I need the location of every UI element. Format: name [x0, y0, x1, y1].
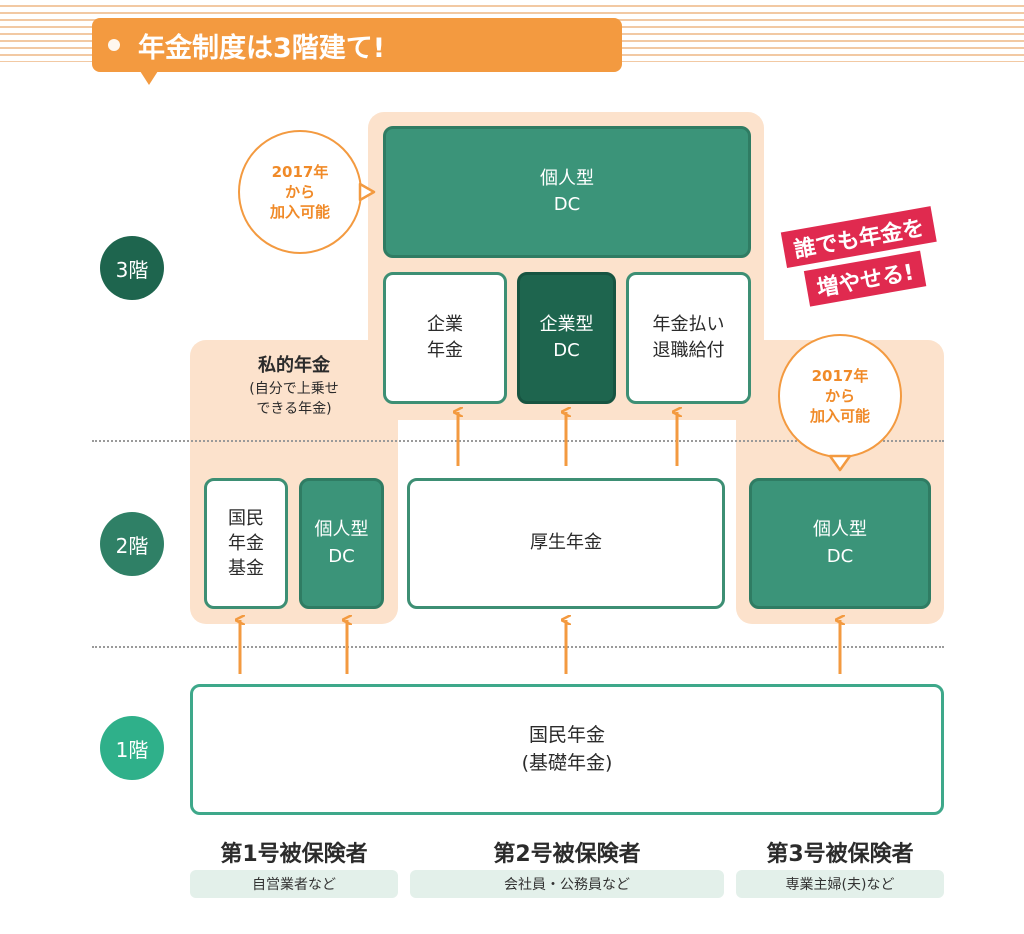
national-pension-line1: 国民年金 [528, 723, 605, 746]
page-title-text: 年金制度は3階建て! [138, 32, 386, 64]
category-1-sub: 自営業者など [190, 870, 398, 898]
national-fund-line1: 国民 [228, 507, 264, 529]
category-1-title: 第1号被保険者 [220, 842, 368, 867]
private-pension-label: 私的年金 (自分で上乗せ できる年金) [198, 352, 390, 420]
title-bullet-icon [108, 39, 120, 51]
corporate-pension-line2: 年金 [427, 340, 463, 361]
ideco-right-line2: DC [826, 545, 854, 567]
floor-1-badge: 1階 [100, 716, 164, 780]
bubble-right-line2: から [824, 386, 855, 405]
retirement-benefit-box: 年金払い 退職給付 [626, 272, 751, 404]
ideco-left-line1: 個人型 [314, 519, 369, 541]
retirement-line2: 退職給付 [652, 340, 725, 361]
floor-3-label: 3階 [115, 257, 149, 282]
availability-bubble-right: 2017年 から 加入可能 [778, 334, 902, 458]
ideco-top-line1: 個人型 [540, 167, 594, 189]
ideco-right-box: 個人型 DC [749, 478, 931, 609]
ideco-left-box: 個人型 DC [299, 478, 384, 609]
ideco-left-line2: DC [328, 545, 355, 567]
bubble-left-line2: から [284, 182, 315, 201]
corporate-dc-line2: DC [553, 340, 580, 361]
national-fund-line3: 基金 [228, 558, 264, 580]
title-pointer-icon [140, 71, 158, 85]
bubble-left-line3: 加入可能 [269, 203, 330, 222]
national-pension-line2: (基礎年金) [521, 751, 613, 774]
floor-3-badge: 3階 [100, 236, 164, 300]
private-pension-note-2: できる年金) [256, 401, 332, 418]
national-pension-box: 国民年金 (基礎年金) [190, 684, 944, 815]
floor-1-label: 1階 [115, 737, 149, 762]
floor-2-badge: 2階 [100, 512, 164, 576]
ideco-top-box: 個人型 DC [383, 126, 751, 258]
floor-2-label: 2階 [115, 533, 149, 558]
corporate-pension-line1: 企業 [427, 313, 463, 335]
bubble-right-line1: 2017年 [811, 366, 869, 385]
category-3-sub: 専業主婦(夫)など [736, 870, 944, 898]
separator-3-2 [92, 440, 944, 442]
bubble-left-line1: 2017年 [271, 162, 329, 181]
category-2-sub: 会社員・公務員など [410, 870, 724, 898]
category-3-title: 第3号被保険者 [766, 842, 914, 867]
employee-pension-box: 厚生年金 [407, 478, 725, 609]
private-pension-note-1: (自分で上乗せ [249, 381, 339, 397]
availability-bubble-left: 2017年 から 加入可能 [238, 130, 362, 254]
separator-2-1 [92, 646, 944, 648]
national-pension-fund-box: 国民 年金 基金 [204, 478, 288, 609]
ideco-right-line1: 個人型 [813, 519, 867, 541]
bubble-right-line3: 加入可能 [809, 407, 870, 426]
national-fund-line2: 年金 [228, 532, 264, 554]
private-pension-title: 私的年金 [258, 355, 330, 376]
page-title: 年金制度は3階建て! [92, 18, 622, 72]
corporate-dc-line1: 企業型 [539, 313, 594, 335]
ideco-top-line2: DC [553, 194, 581, 215]
corporate-pension-box: 企業 年金 [383, 272, 507, 404]
category-2-title: 第2号被保険者 [493, 842, 641, 867]
retirement-line1: 年金払い [652, 313, 725, 335]
employee-pension-line1: 厚生年金 [530, 532, 602, 554]
corporate-dc-box: 企業型 DC [517, 272, 616, 404]
promo-banner: 誰でも年金を 増やせる! [779, 191, 977, 317]
